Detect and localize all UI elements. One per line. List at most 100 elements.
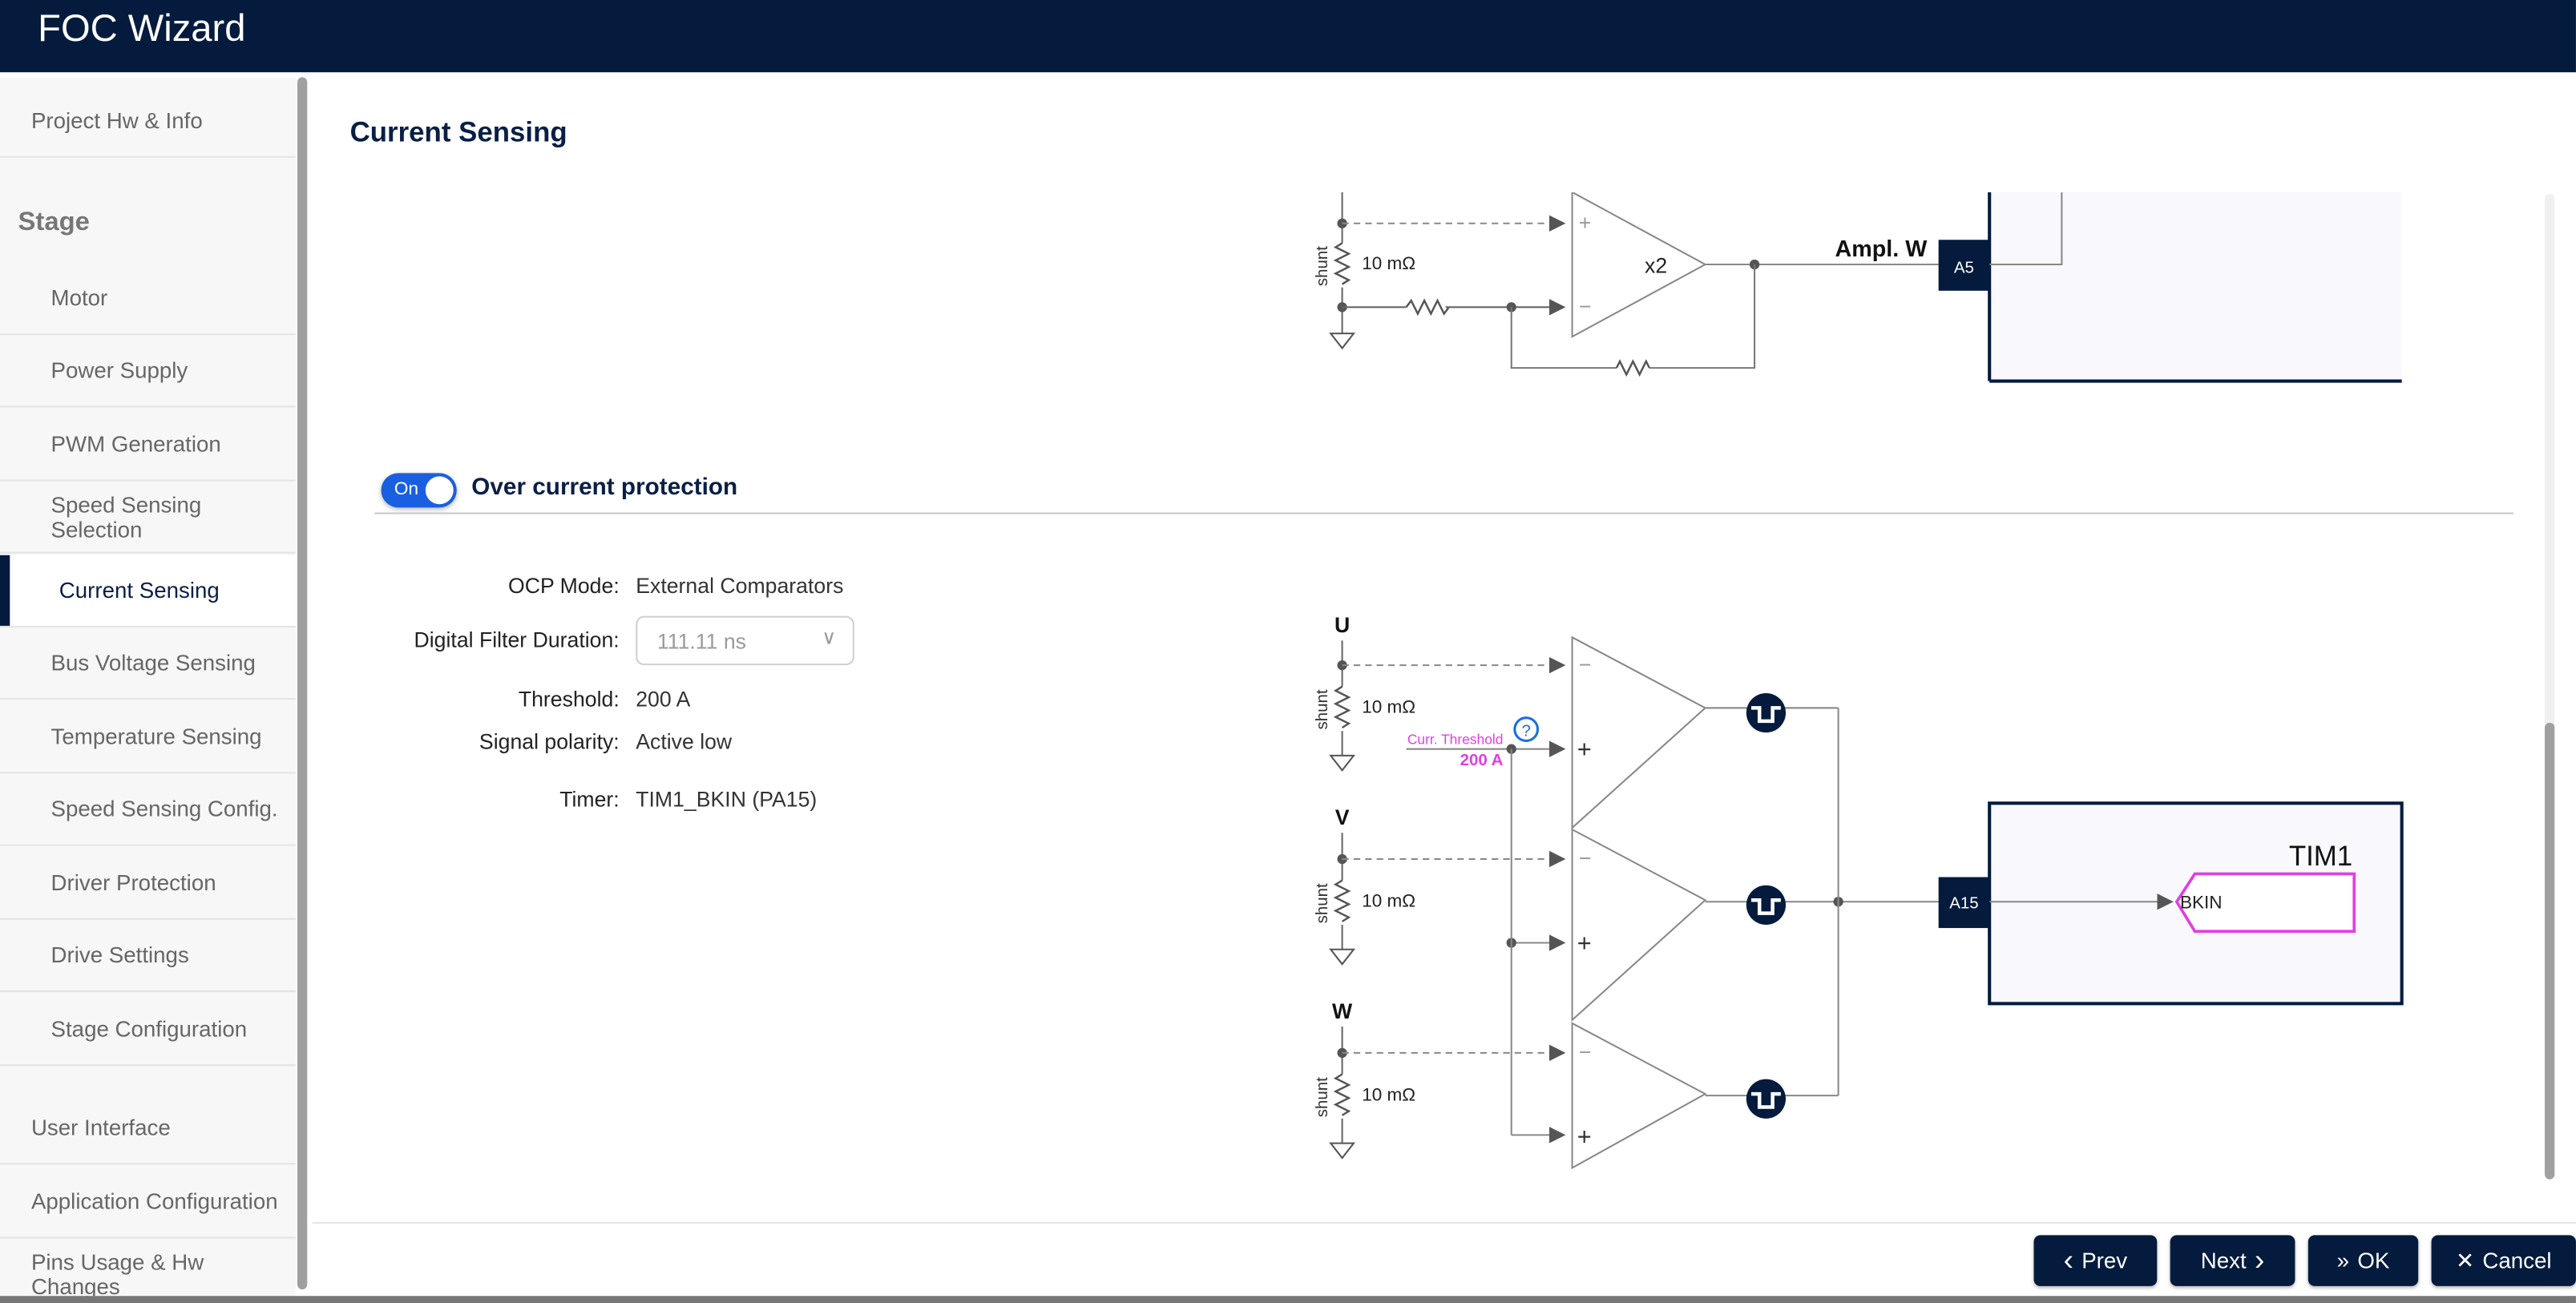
sidebar: Project Hw & Info Stage Motor Power Supp… [0,77,296,1297]
pin-a5 [1938,240,1990,291]
threshold-value: 200 A [1460,751,1504,769]
sidebar-item-pins-usage[interactable]: Pins Usage & Hw Changes [0,1238,296,1296]
sidebar-item-pwm-generation[interactable]: PWM Generation [0,409,296,482]
page-title: Current Sensing [349,116,567,148]
svg-text:10 mΩ: 10 mΩ [1362,890,1415,910]
circuit-diagram: shunt 10 mΩ + − x2 Ampl. W [1313,192,2404,1170]
amplifier-circuit: shunt 10 mΩ + − x2 Ampl. W [1313,192,2402,383]
sidebar-item-label: Drive Settings [50,942,189,968]
threshold-label: Threshold: [518,686,620,712]
timer-value: TIM1_BKIN (PA15) [636,786,818,812]
prev-button[interactable]: ‹Prev [2033,1235,2158,1286]
svg-text:+: + [1577,735,1592,763]
sidebar-item-application-configuration[interactable]: Application Configuration [0,1166,296,1239]
phase-w-label: W [1332,999,1353,1023]
threshold-caption: Curr. Threshold [1407,732,1504,748]
chevron-down-icon: ∨ [822,625,837,649]
close-icon: ✕ [2455,1247,2475,1273]
ocp-circuit: U shunt 10 mΩ Curr. Threshold 200 A ? − … [1313,613,2404,1170]
sidebar-item-bus-voltage-sensing[interactable]: Bus Voltage Sensing [0,627,296,700]
sidebar-item-label: PWM Generation [50,432,221,457]
sidebar-item-project-hw-info[interactable]: Project Hw & Info [0,86,296,158]
svg-text:?: ? [1521,721,1530,740]
footer-divider [312,1221,2576,1224]
sidebar-item-label: Speed Sensing Selection [50,491,202,542]
svg-text:+: + [1577,929,1592,957]
sidebar-item-label: Bus Voltage Sensing [50,650,256,676]
svg-text:shunt: shunt [1313,689,1331,729]
threshold-value: 200 A [636,686,691,712]
sidebar-item-label: Pins Usage & Hw Changes [30,1249,204,1297]
ampl-w-label: Ampl. W [1835,236,1928,262]
ok-button[interactable]: »OK [2307,1235,2419,1286]
svg-text:−: − [1579,294,1592,318]
sidebar-item-temperature-sensing[interactable]: Temperature Sensing [0,701,296,774]
pin-a15 [1938,877,1990,929]
next-button[interactable]: Next› [2170,1235,2295,1286]
filter-duration-value: 111.11 ns [656,629,747,654]
sidebar-item-label: Current Sensing [59,578,220,603]
diagram-area: shunt 10 mΩ + − x2 Ampl. W [0,192,2530,1211]
cancel-button[interactable]: ✕Cancel [2431,1235,2576,1286]
svg-text:BKIN: BKIN [2180,892,2223,912]
bkin-input [2174,872,2356,934]
chevron-right-icon: › [2254,1243,2265,1277]
filter-duration-label: Digital Filter Duration: [414,627,620,652]
svg-text:−: − [1579,1040,1592,1064]
svg-text:+: + [1577,1123,1592,1151]
toggle-label: On [394,479,419,500]
gain-label: x2 [1645,253,1667,277]
sidebar-item-label: Project Hw & Info [30,108,203,134]
sidebar-item-label: Motor [50,285,108,311]
ocp-section-title: Over current protection [471,474,738,502]
sidebar-item-user-interface[interactable]: User Interface [0,1092,296,1165]
app-header: FOC Wizard [0,0,2576,73]
ocp-mode-value: External Comparators [636,573,844,599]
help-icon[interactable]: ? [1513,716,1540,742]
svg-text:A15: A15 [1949,894,1978,912]
app-title: FOC Wizard [38,6,246,50]
phase-v-label: V [1335,805,1350,829]
phase-u-label: U [1334,613,1350,637]
filter-icon [1746,885,1786,925]
sidebar-item-speed-sensing-config[interactable]: Speed Sensing Config. [0,773,296,846]
sidebar-item-driver-protection[interactable]: Driver Protection [0,848,296,920]
filter-icon [1746,1079,1786,1119]
toggle-knob [425,476,454,505]
svg-text:shunt: shunt [1313,883,1331,923]
shunt-label: shunt [1313,246,1331,286]
sidebar-item-label: Power Supply [50,357,188,383]
sidebar-item-label: Temperature Sensing [50,724,262,749]
sidebar-scrollbar[interactable] [297,77,308,1290]
double-chevron-right-icon: » [2336,1248,2350,1273]
ocp-mode-label: OCP Mode: [507,573,620,599]
sidebar-item-label: Application Configuration [30,1188,278,1214]
sidebar-item-current-sensing[interactable]: Current Sensing [0,555,296,627]
svg-text:−: − [1579,652,1592,676]
sidebar-item-drive-settings[interactable]: Drive Settings [0,920,296,993]
main-scrollbar[interactable] [2544,722,2555,1180]
sidebar-item-label: Speed Sensing Config. [50,797,278,821]
signal-polarity-label: Signal polarity: [478,729,620,754]
svg-text:10 mΩ: 10 mΩ [1362,697,1415,717]
svg-text:TIM1: TIM1 [2289,841,2352,872]
svg-text:10 mΩ: 10 mΩ [1362,1084,1415,1104]
svg-text:+: + [1579,211,1592,235]
filter-icon [1746,693,1786,732]
sidebar-item-speed-sensing-selection[interactable]: Speed Sensing Selection [0,482,296,554]
sidebar-item-stage-configuration[interactable]: Stage Configuration [0,994,296,1067]
sidebar-item-motor[interactable]: Motor [0,263,296,336]
svg-text:−: − [1579,846,1592,870]
window-bottom-edge [0,1296,2576,1303]
shunt-value: 10 mΩ [1362,253,1415,273]
ocp-toggle[interactable]: On [381,473,457,508]
svg-text:A5: A5 [1954,258,1974,276]
signal-polarity-value: Active low [636,729,733,754]
sidebar-item-label: User Interface [30,1115,171,1140]
sidebar-item-label: Driver Protection [50,870,216,896]
sidebar-heading-stage: Stage [18,208,90,237]
sidebar-item-power-supply[interactable]: Power Supply [0,335,296,408]
divider [374,512,2514,514]
timer-label: Timer: [559,786,620,812]
filter-duration-select[interactable]: 111.11 ns ∨ [636,615,854,666]
